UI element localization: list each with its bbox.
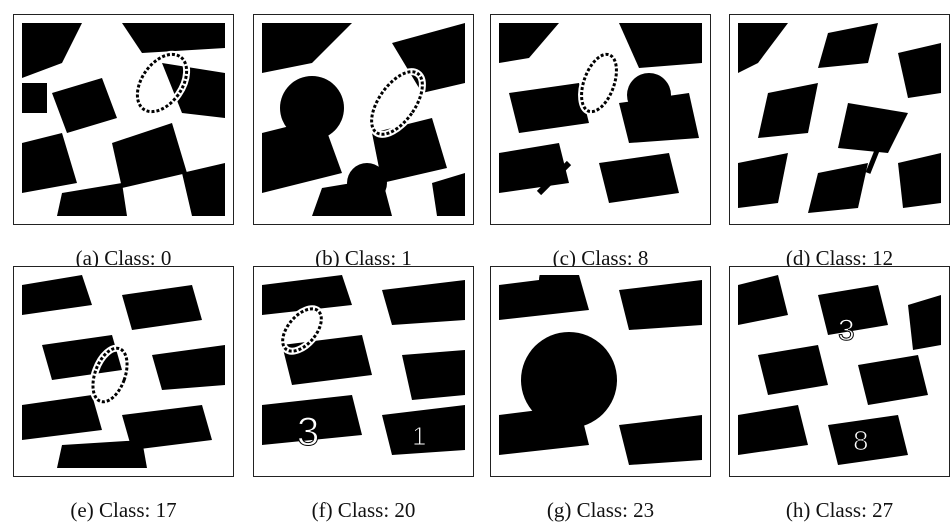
- figure-panel-a: (a) Class: 0: [13, 14, 234, 271]
- pattern-image-f: 3 1: [253, 266, 474, 477]
- pattern-image-b: [253, 14, 474, 225]
- pattern-image-h: 3 8: [729, 266, 950, 477]
- pattern-image-d: [729, 14, 950, 225]
- digit-one: 1: [412, 421, 426, 451]
- figure-panel-g: (g) Class: 23: [490, 266, 711, 523]
- panel-caption: (e) Class: 17: [70, 498, 177, 522]
- checker-pattern-a: [22, 23, 225, 216]
- panel-caption: (g) Class: 23: [546, 498, 655, 522]
- checker-pattern-f: 3 1: [262, 275, 465, 468]
- pattern-image-g: [490, 266, 711, 477]
- panel-caption: (f) Class: 20: [311, 498, 416, 522]
- figure-panel-f: 3 1 (f) Class: 20: [253, 266, 474, 523]
- checker-pattern-e: 3: [22, 275, 225, 468]
- panel-caption: (h) Class: 27: [785, 498, 894, 522]
- pattern-image-c: [490, 14, 711, 225]
- figure-panel-d: (d) Class: 12: [729, 14, 950, 271]
- checker-pattern-c: [499, 23, 702, 216]
- pattern-image-e: 3: [13, 266, 234, 477]
- digit-eight: 8: [853, 425, 869, 456]
- figure-panel-b: (b) Class: 1: [253, 14, 474, 271]
- digit-three: 3: [152, 295, 168, 326]
- checker-pattern-g: [499, 275, 702, 468]
- digit-three: 3: [838, 314, 855, 347]
- pattern-image-a: [13, 14, 234, 225]
- figure-panel-c: (c) Class: 8: [490, 14, 711, 271]
- checker-pattern-h: 3 8: [738, 275, 941, 468]
- digit-three: 3: [297, 410, 319, 454]
- checker-pattern-b: [262, 23, 465, 216]
- figure-panel-h: 3 8 (h) Class: 27: [729, 266, 950, 523]
- figure-panel-e: 3 (e) Class: 17: [13, 266, 234, 523]
- checker-pattern-d: [738, 23, 941, 216]
